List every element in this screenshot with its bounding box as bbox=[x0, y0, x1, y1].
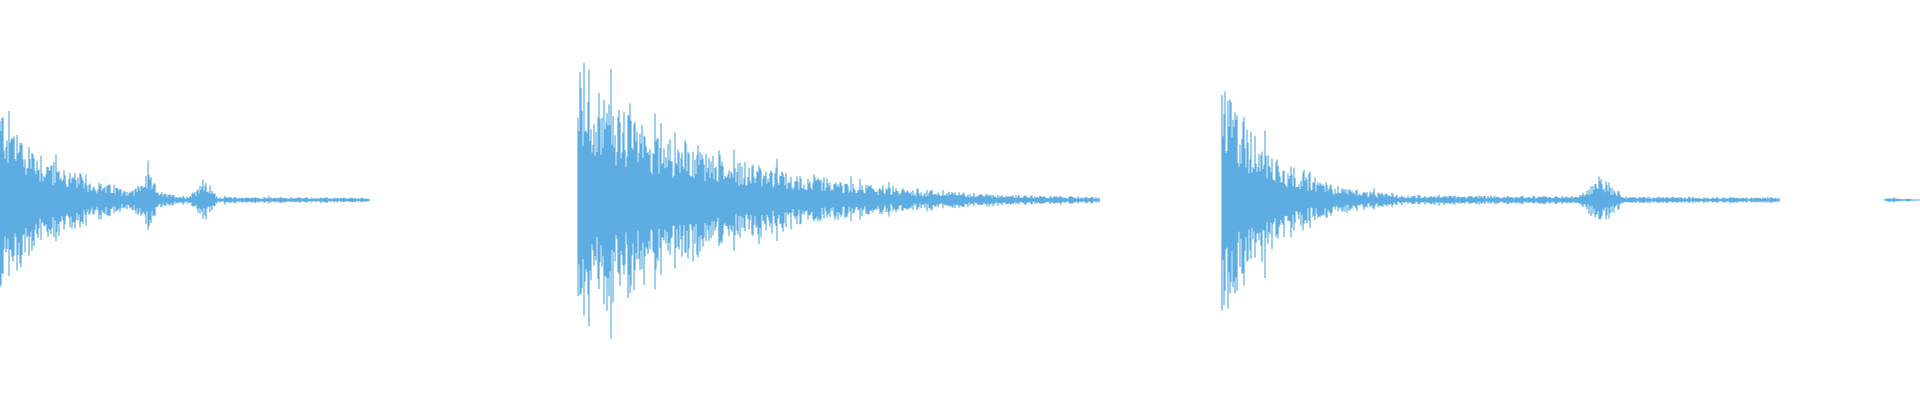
waveform-segment-hit-3 bbox=[1221, 91, 1780, 311]
waveform-segment-hit-4-start bbox=[1884, 197, 1920, 203]
waveform-segment-hit-2 bbox=[577, 62, 1100, 339]
waveform-path bbox=[577, 62, 1100, 339]
waveform-path bbox=[1884, 197, 1920, 203]
waveform-segment-hit-1 bbox=[0, 111, 370, 288]
waveform-path bbox=[1221, 91, 1780, 311]
waveform-path bbox=[0, 111, 370, 288]
waveform-segments bbox=[0, 62, 1920, 339]
